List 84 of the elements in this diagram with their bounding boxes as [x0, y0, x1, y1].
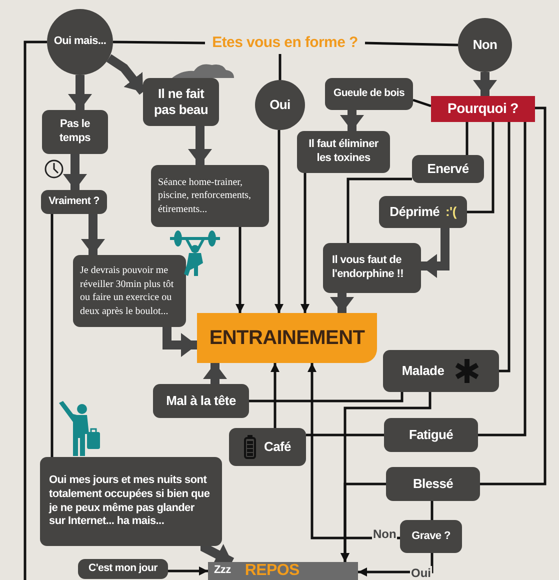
connector-line	[480, 106, 546, 486]
connector-line	[430, 501, 434, 520]
block-arrow	[330, 293, 354, 313]
block-arrow	[340, 110, 364, 131]
node-text: Zzz	[214, 564, 231, 578]
node-text: Oui	[270, 96, 290, 114]
arrow	[340, 482, 386, 562]
node-text: Grave ?	[412, 530, 450, 544]
process-box	[412, 155, 484, 183]
process-box	[383, 350, 499, 392]
process-box	[384, 418, 478, 452]
node-text: Pourquoi ?	[448, 100, 518, 118]
connector-line	[112, 40, 206, 44]
process-box	[78, 559, 168, 579]
outcome-box	[197, 313, 377, 363]
process-box	[386, 467, 480, 501]
node-text: Il faut éliminer les toxines	[308, 138, 380, 166]
outcome-box	[208, 562, 358, 580]
node-text: Je devrais pouvoir me réveiller 30min plus tôt ou faire un exercice ou deux après le boulot...	[80, 264, 175, 318]
node-text: Il vous faut de l'endorphine !!	[332, 254, 404, 282]
process-box	[143, 78, 219, 126]
connector-line	[478, 122, 526, 436]
arrow	[236, 227, 244, 313]
node-text: ENTRAINEMENT	[209, 326, 365, 350]
node-text: Enervé	[427, 160, 469, 178]
node-text: Pas le temps	[58, 118, 92, 146]
node-text: Oui mes jours et mes nuits sont totalement occupées si bien que je ne peux même pas glander sur Internet... ha mais...	[49, 474, 211, 529]
node-text: Etes vous en forme ?	[212, 34, 358, 52]
process-box	[325, 78, 413, 110]
node-subtext: REPOS	[244, 561, 300, 580]
connector-line	[306, 434, 384, 436]
connector-line	[249, 392, 404, 402]
block-arrow	[162, 327, 197, 357]
block-arrow	[421, 228, 450, 278]
arrow	[274, 130, 284, 313]
process-box	[41, 190, 107, 214]
decision-circle	[255, 80, 305, 130]
node-text: Gueule de bois	[333, 87, 405, 101]
speech-box	[40, 457, 222, 546]
question-box	[431, 96, 535, 122]
block-arrow	[188, 126, 212, 165]
arrow	[308, 363, 400, 540]
node-text: Déprimé	[390, 204, 440, 220]
process-box	[42, 110, 108, 154]
connector-line	[278, 54, 282, 80]
node-text: Oui mais...	[54, 35, 106, 49]
block-arrow	[203, 363, 227, 384]
block-arrow	[63, 154, 87, 190]
node-text: Malade	[402, 362, 444, 380]
node-text: Séance home-trainer, piscine, renforcements, étirements...	[158, 176, 252, 216]
edge-label: Oui	[410, 566, 432, 580]
connector-line	[499, 122, 510, 372]
process-box	[323, 243, 421, 293]
connector-line	[50, 214, 54, 457]
process-box	[297, 131, 390, 173]
node-text: Il ne fait pas beau	[153, 86, 209, 118]
connector-line	[466, 122, 468, 155]
edge-label: Non	[372, 527, 398, 541]
connector-line	[24, 40, 47, 580]
process-box	[151, 165, 269, 227]
node-subtext: :'(	[446, 204, 456, 220]
block-arrow	[473, 72, 497, 96]
node-text: Fatigué	[408, 426, 454, 444]
node-text: C'est mon jour	[88, 562, 158, 576]
connector-line	[467, 122, 494, 214]
process-box	[379, 196, 467, 228]
arrow	[270, 363, 280, 428]
arrow	[300, 173, 310, 313]
node-text: Vraiment ?	[48, 195, 100, 209]
block-arrow	[68, 75, 92, 110]
connector-line	[412, 98, 432, 108]
node-text: Mal à la tête	[166, 392, 236, 410]
question-box	[400, 520, 462, 553]
arrow	[168, 566, 208, 576]
block-arrow	[81, 214, 105, 255]
node-text: Blessé	[412, 476, 454, 492]
process-box	[153, 384, 249, 418]
decision-circle	[458, 18, 512, 72]
connector-line	[346, 178, 412, 243]
process-box	[229, 428, 306, 466]
process-box	[73, 255, 186, 327]
node-text: Non	[472, 36, 498, 54]
connector-line	[364, 42, 458, 46]
node-text: Café	[264, 438, 291, 456]
